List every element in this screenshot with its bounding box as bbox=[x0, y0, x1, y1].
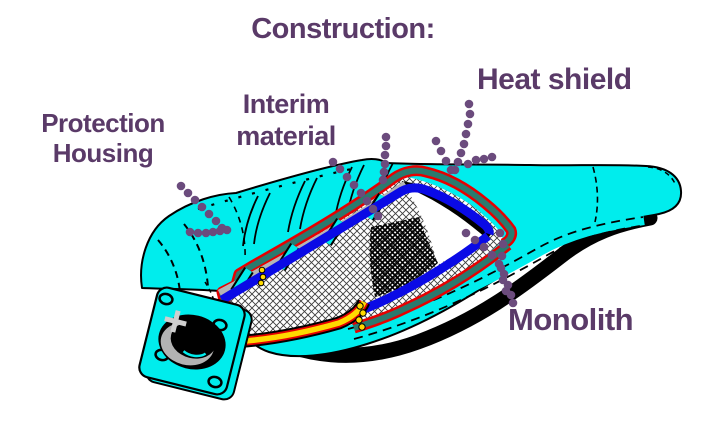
inlet-flange bbox=[138, 286, 253, 401]
label-monolith: Monolith bbox=[508, 302, 634, 337]
label-interim-material: Interim material bbox=[236, 88, 336, 152]
label-line: Housing bbox=[52, 138, 154, 168]
wire-stripe bbox=[232, 298, 370, 349]
heat-shield-layer bbox=[208, 165, 518, 316]
leader-dots-monolith bbox=[461, 228, 518, 308]
leader-dots-protection-housing bbox=[176, 181, 232, 238]
shell-seam bbox=[347, 215, 647, 340]
label-line: Protection bbox=[41, 108, 165, 138]
label-line: material bbox=[236, 121, 336, 151]
inner-shadow-face bbox=[401, 181, 494, 239]
monolith-dark-patch bbox=[369, 217, 438, 297]
label-heat-shield: Heat shield bbox=[477, 63, 632, 96]
label-line: Interim bbox=[242, 89, 330, 119]
heat-shield-layer-bottom bbox=[352, 240, 512, 334]
flange-bore bbox=[158, 310, 226, 370]
wire-coil bbox=[257, 266, 367, 331]
page-title: Construction: bbox=[251, 13, 435, 45]
label-protection-housing: Protection Housing bbox=[41, 108, 165, 168]
leader-dots-heat-shield bbox=[431, 99, 497, 175]
leader-dots-interim-material bbox=[328, 132, 391, 221]
cutaway-opening bbox=[217, 177, 503, 342]
